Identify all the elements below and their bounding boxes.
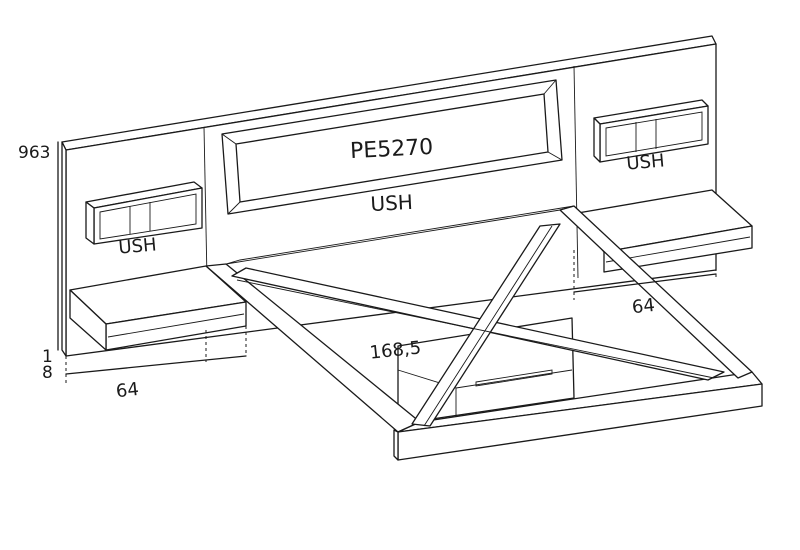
headboard-frame (221, 79, 563, 215)
right-shelf-finish-label: USH (626, 150, 666, 174)
cross-braces (231, 223, 725, 427)
left-shelf-finish-label: USH (118, 234, 158, 258)
right-nightstand-width-label: 64 (631, 295, 656, 318)
headboard-finish-label: USH (370, 190, 414, 216)
base-height-label-b: 8 (42, 363, 53, 383)
right-wall-shelf (593, 99, 709, 163)
right-nightstand (571, 189, 753, 273)
base-height-label-a: 1 (42, 347, 53, 367)
bed-frame (205, 205, 763, 461)
left-nightstand-width-label: 64 (115, 379, 140, 402)
height-dimension-label: 963 (18, 143, 50, 163)
left-wall-shelf (85, 181, 203, 245)
dimension-lines (57, 141, 717, 386)
model-code-label: PE5270 (349, 135, 433, 164)
